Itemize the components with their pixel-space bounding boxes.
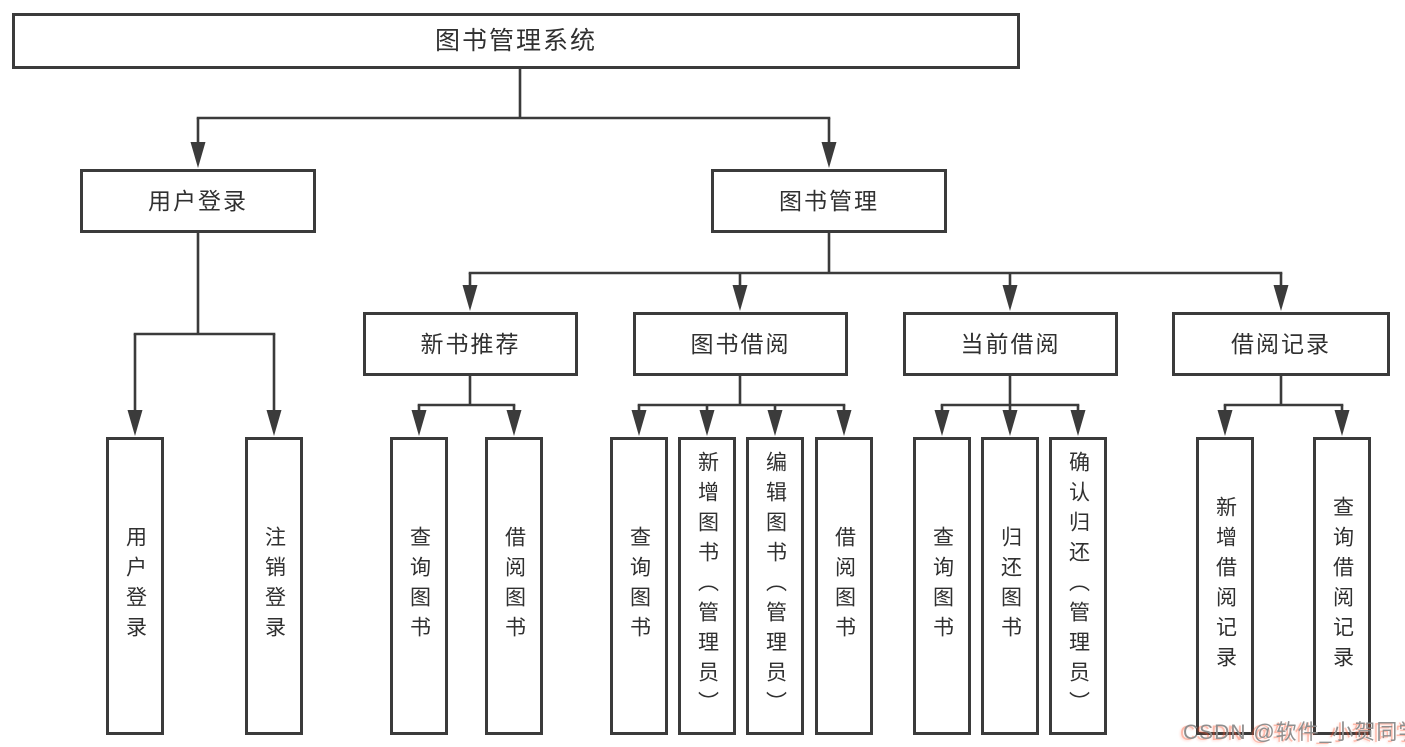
leaf-add-borrow-record: 新增借阅记录	[1196, 437, 1254, 735]
leaf-query-books-borrowing: 查询图书	[610, 437, 668, 735]
node-new-book-recommend-label: 新书推荐	[420, 330, 521, 357]
arrowhead-icon	[1217, 410, 1233, 436]
arrowhead-icon	[836, 410, 852, 436]
node-current-borrowing: 当前借阅	[903, 312, 1118, 376]
node-book-management-label: 图书管理	[779, 187, 879, 214]
leaf-query-borrow-record-label: 查询借阅记录	[1330, 496, 1354, 676]
leaf-query-books-current: 查询图书	[913, 437, 971, 735]
leaf-borrow-books-recommend: 借阅图书	[485, 437, 543, 735]
arrowhead-icon	[266, 410, 282, 436]
node-current-borrowing-label: 当前借阅	[960, 330, 1061, 357]
leaf-confirm-return-admin-label: 确认归还（管理员）	[1066, 451, 1090, 721]
arrowhead-icon	[1070, 410, 1086, 436]
arrowhead-icon	[821, 142, 837, 168]
leaf-borrow-books-borrowing-label: 借阅图书	[832, 526, 856, 646]
leaf-query-books-recommend-label: 查询图书	[407, 526, 431, 646]
leaf-edit-book-admin-label: 编辑图书（管理员）	[763, 451, 787, 721]
leaf-return-books-label: 归还图书	[998, 526, 1022, 646]
leaf-logout-label: 注销登录	[262, 526, 286, 646]
arrowhead-icon	[127, 410, 143, 436]
leaf-borrow-books-borrowing: 借阅图书	[815, 437, 873, 735]
leaf-user-login-label: 用户登录	[123, 526, 147, 646]
node-book-management: 图书管理	[711, 169, 947, 233]
node-library-management-system: 图书管理系统	[12, 13, 1020, 69]
arrowhead-icon	[462, 285, 478, 311]
leaf-add-borrow-record-label: 新增借阅记录	[1213, 496, 1237, 676]
leaf-borrow-books-recommend-label: 借阅图书	[502, 526, 526, 646]
leaf-add-book-admin-label: 新增图书（管理员）	[695, 451, 719, 721]
arrowhead-icon	[1002, 285, 1018, 311]
node-new-book-recommend: 新书推荐	[363, 312, 578, 376]
arrowhead-icon	[1334, 410, 1350, 436]
node-borrowing-records: 借阅记录	[1172, 312, 1390, 376]
node-borrowing-records-label: 借阅记录	[1231, 330, 1331, 357]
leaf-return-books: 归还图书	[981, 437, 1039, 735]
node-book-borrowing-label: 图书借阅	[690, 330, 791, 357]
leaf-query-books-recommend: 查询图书	[390, 437, 448, 735]
leaf-query-books-borrowing-label: 查询图书	[627, 526, 651, 646]
arrowhead-icon	[1273, 285, 1289, 311]
leaf-user-login: 用户登录	[106, 437, 164, 735]
node-user-login: 用户登录	[80, 169, 316, 233]
node-library-management-system-label: 图书管理系统	[434, 26, 597, 55]
arrowhead-icon	[506, 410, 522, 436]
leaf-add-book-admin: 新增图书（管理员）	[678, 437, 736, 735]
arrowhead-icon	[732, 285, 748, 311]
leaf-query-books-current-label: 查询图书	[930, 526, 954, 646]
csdn-watermark: CSDN @软件_小贺同学	[1183, 721, 1405, 744]
leaf-logout: 注销登录	[245, 437, 303, 735]
leaf-confirm-return-admin: 确认归还（管理员）	[1049, 437, 1107, 735]
node-user-login-label: 用户登录	[148, 187, 248, 214]
arrowhead-icon	[411, 410, 427, 436]
arrowhead-icon	[767, 410, 783, 436]
arrowhead-icon	[190, 142, 206, 168]
arrowhead-icon	[631, 410, 647, 436]
arrowhead-icon	[699, 410, 715, 436]
node-book-borrowing: 图书借阅	[633, 312, 848, 376]
arrowhead-icon	[934, 410, 950, 436]
leaf-query-borrow-record: 查询借阅记录	[1313, 437, 1371, 735]
leaf-edit-book-admin: 编辑图书（管理员）	[746, 437, 804, 735]
arrowhead-icon	[1002, 410, 1018, 436]
